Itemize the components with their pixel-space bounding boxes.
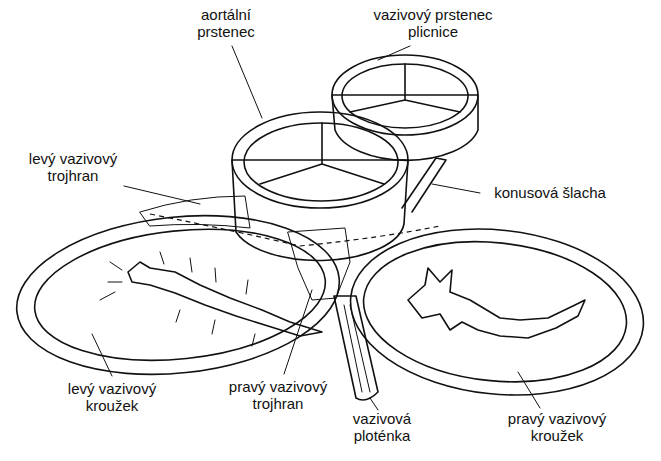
part-label: vazivový prstenec plicnice — [362, 6, 504, 41]
pulmonary-cusps — [350, 64, 460, 112]
ring-outer — [9, 200, 348, 389]
pulmonary-rim — [332, 55, 478, 135]
aortic-rim — [232, 112, 408, 208]
aortic-cusps — [260, 123, 384, 184]
septal-plate — [334, 296, 378, 400]
aortic-wall — [232, 160, 408, 260]
part-label: konusová šlacha — [482, 184, 618, 201]
leader-lines — [92, 46, 540, 410]
part-label: vazivová ploténka — [334, 410, 430, 445]
mitral-ring — [9, 200, 348, 389]
pulmonary-inner — [342, 64, 468, 128]
right-trigone — [288, 228, 350, 300]
mitral-closure — [128, 262, 322, 336]
aortic-inner — [244, 123, 398, 201]
tricuspid-closure — [408, 268, 585, 338]
part-label: levý vazivový trojhran — [12, 150, 134, 185]
ring-inner — [28, 216, 332, 374]
plate-strokes — [344, 305, 370, 392]
ring-inner — [357, 229, 634, 394]
part-label: pravý vazivový kroužek — [488, 410, 626, 445]
part-label: aortální prstenec — [180, 6, 272, 41]
part-label: levý vazivový kroužek — [50, 380, 174, 415]
mitral-strokes — [100, 252, 255, 346]
part-label: pravý vazivový trojhran — [214, 378, 342, 413]
dashed-contour — [150, 214, 440, 246]
